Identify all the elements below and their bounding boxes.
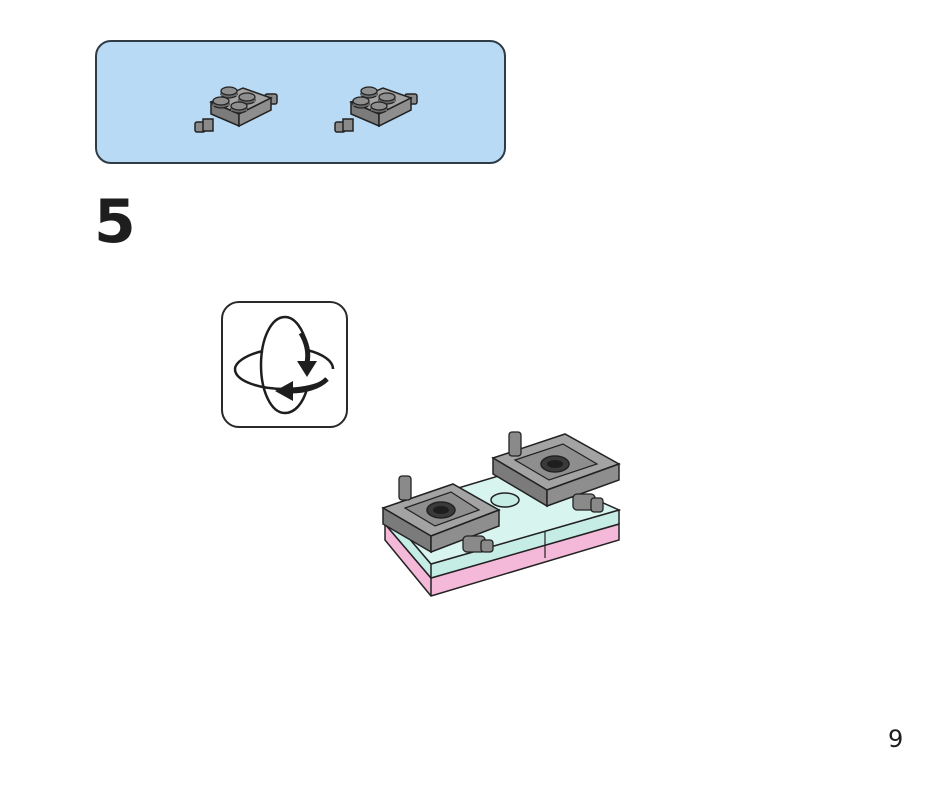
assembled-model-step-5	[381, 431, 622, 597]
wheel-holder-plate-part	[194, 86, 278, 133]
step-number: 5	[94, 187, 136, 257]
parts-callout-box	[95, 40, 506, 164]
rotate-model-box	[221, 301, 348, 428]
page-number: 9	[888, 725, 904, 753]
rotate-model-icon	[233, 315, 335, 415]
wheel-holder-plate-part	[334, 86, 418, 133]
